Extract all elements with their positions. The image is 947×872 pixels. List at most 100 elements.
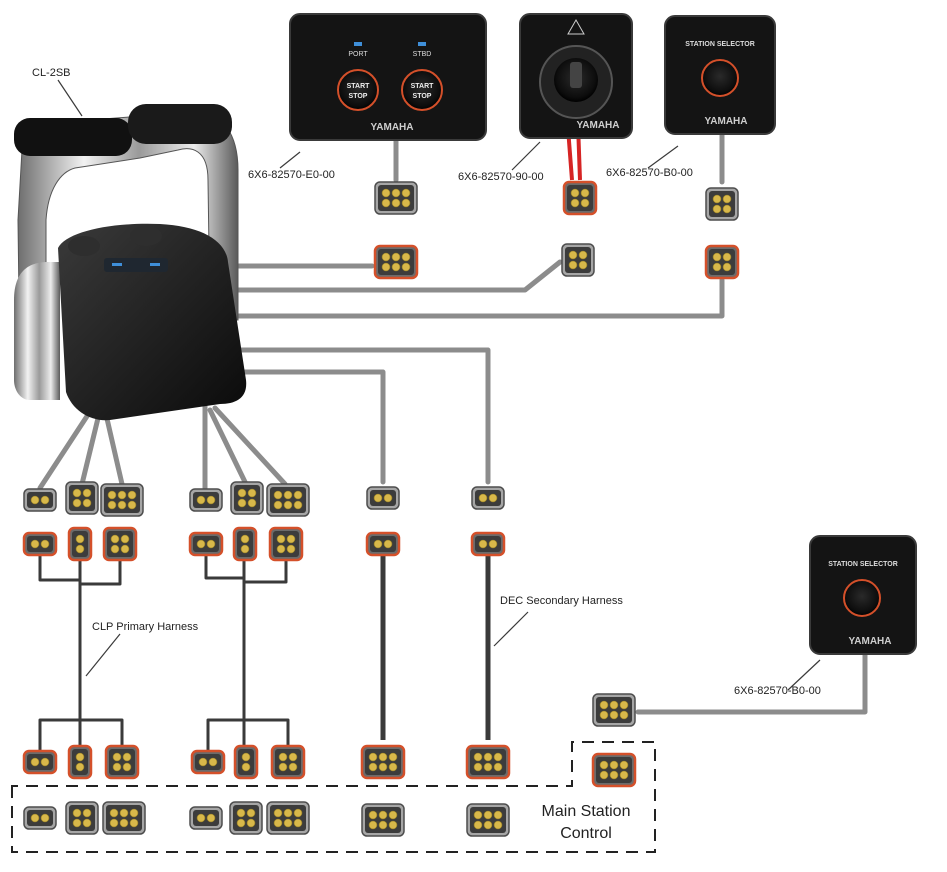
station-selector-top-knob[interactable] — [701, 59, 739, 97]
svg-text:STOP: STOP — [413, 93, 432, 100]
connector-lever-dec2 — [471, 486, 505, 510]
cl2sb-leader-line — [57, 79, 83, 117]
clp-primary-harness-label: CLP Primary Harness — [92, 621, 199, 633]
main-station-dashed-outline — [11, 741, 656, 853]
warning-icon — [567, 18, 585, 35]
connector-selector-panel — [705, 187, 739, 221]
station-selector-top-brand: YAMAHA — [705, 116, 748, 127]
b0-bottom-leader-line — [787, 659, 821, 691]
connector-clp-r-bot2 — [233, 744, 259, 780]
lever-display-panel — [104, 258, 168, 272]
cable-lever-to-keyswitch — [232, 259, 563, 293]
clp-leader-line — [85, 633, 121, 677]
dec-secondary-harness-label: DEC Secondary Harness — [500, 595, 623, 607]
e0-leader-line — [279, 151, 301, 169]
b0-top-leader-line — [647, 145, 679, 169]
cable-layer — [37, 131, 868, 715]
connector-dec-r-bot — [465, 744, 511, 780]
part-number-90: 6X6-82570-90-00 — [458, 171, 544, 183]
control-lever — [14, 104, 247, 421]
key-switch-brand: YAMAHA — [577, 120, 620, 131]
connector-clp-l-top1 — [22, 531, 58, 557]
connector-clp-l-bot1 — [22, 749, 58, 775]
connector-main-3 — [102, 801, 146, 835]
cable-lever-to-dec2 — [232, 347, 491, 485]
connector-selector-harness — [704, 244, 740, 280]
connector-clp-r-top1 — [188, 531, 224, 557]
connector-lever-a1 — [23, 488, 57, 512]
lever-grip-left — [14, 118, 132, 156]
station-selector-bottom: STATION SELECTOR YAMAHA — [809, 535, 917, 655]
connector-clp-l-top3 — [102, 526, 138, 562]
lever-button-left — [68, 236, 100, 256]
connector-clp-l-bot3 — [104, 744, 140, 780]
lever-button-right — [130, 226, 162, 246]
cable-lever-branch-2 — [79, 407, 103, 487]
connector-dec-l-top — [365, 531, 401, 557]
start-stop-panel: PORT STBD START STOP START STOP YAMAHA — [289, 13, 487, 141]
part-number-e0: 6X6-82570-E0-00 — [248, 169, 335, 181]
connector-main-2 — [65, 801, 99, 835]
connector-lever-a2 — [65, 481, 99, 515]
connector-clp-r-top2 — [232, 526, 258, 562]
stbd-label: STBD — [413, 51, 432, 58]
harness-layer — [38, 79, 821, 752]
connector-main-4 — [189, 806, 223, 830]
connector-clp-r-bot3 — [270, 744, 306, 780]
connector-lever-a3 — [100, 483, 144, 517]
connector-lever-dec1 — [366, 486, 400, 510]
connector-main-8 — [466, 803, 510, 837]
cable-lever-branch-3 — [102, 407, 125, 487]
connector-lever-b1 — [189, 488, 223, 512]
cable-lever-to-selector — [232, 277, 725, 319]
connector-main-6 — [266, 801, 310, 835]
connector-clp-l-top2 — [67, 526, 93, 562]
connector-keyswitch-harness — [561, 243, 595, 277]
connector-clp-r-top3 — [268, 526, 304, 562]
svg-text:START: START — [347, 83, 371, 90]
connector-startstop-panel — [374, 181, 418, 215]
dec-leader-line — [493, 611, 529, 647]
clp-harness-right — [204, 552, 290, 752]
connector-main-1 — [23, 806, 57, 830]
start-stop-button-port[interactable]: START STOP — [337, 69, 379, 111]
cable-lever-branch-1 — [37, 401, 98, 491]
connector-lever-b3 — [266, 483, 310, 517]
connector-dec-r-top — [470, 531, 506, 557]
part-number-b0-bottom: 6X6-82570-B0-00 — [734, 685, 821, 697]
key-icon — [570, 62, 582, 88]
port-led — [354, 42, 362, 46]
connector-startstop-harness — [373, 244, 419, 280]
start-stop-button-stbd[interactable]: START STOP — [401, 69, 443, 111]
connector-selector-bottom-cable — [592, 693, 636, 727]
lever-led-2 — [150, 263, 160, 266]
connector-main-5 — [229, 801, 263, 835]
cable-lever-branch-6 — [212, 405, 288, 487]
main-station-label-line1: Main Station — [542, 803, 631, 820]
main-station-label-line2: Control — [560, 825, 612, 842]
connector-selector-bottom-station — [591, 752, 637, 788]
cable-lever-branch-5 — [207, 407, 249, 487]
station-selector-bottom-brand: YAMAHA — [849, 636, 892, 647]
connector-clp-l-bot2 — [67, 744, 93, 780]
90-leader-line — [511, 141, 541, 171]
lever-grip-right — [128, 104, 232, 144]
cl2sb-label: CL-2SB — [32, 67, 71, 79]
connector-lever-b2 — [230, 481, 264, 515]
port-label: PORT — [348, 51, 368, 58]
station-selector-top-title: STATION SELECTOR — [685, 41, 755, 48]
cable-lever-to-dec1 — [232, 369, 386, 485]
stbd-led — [418, 42, 426, 46]
connector-dec-l-bot — [360, 744, 406, 780]
svg-text:START: START — [411, 83, 435, 90]
lever-led-1 — [112, 263, 122, 266]
cable-selector-bottom — [635, 647, 868, 715]
station-selector-top: STATION SELECTOR YAMAHA — [664, 15, 776, 135]
station-selector-bottom-knob[interactable] — [843, 579, 881, 617]
connector-main-7 — [361, 803, 405, 837]
key-switch-panel: YAMAHA — [519, 13, 633, 139]
lever-side-plate — [14, 262, 60, 400]
lever-base-body — [58, 223, 247, 421]
connector-layer — [22, 180, 740, 837]
